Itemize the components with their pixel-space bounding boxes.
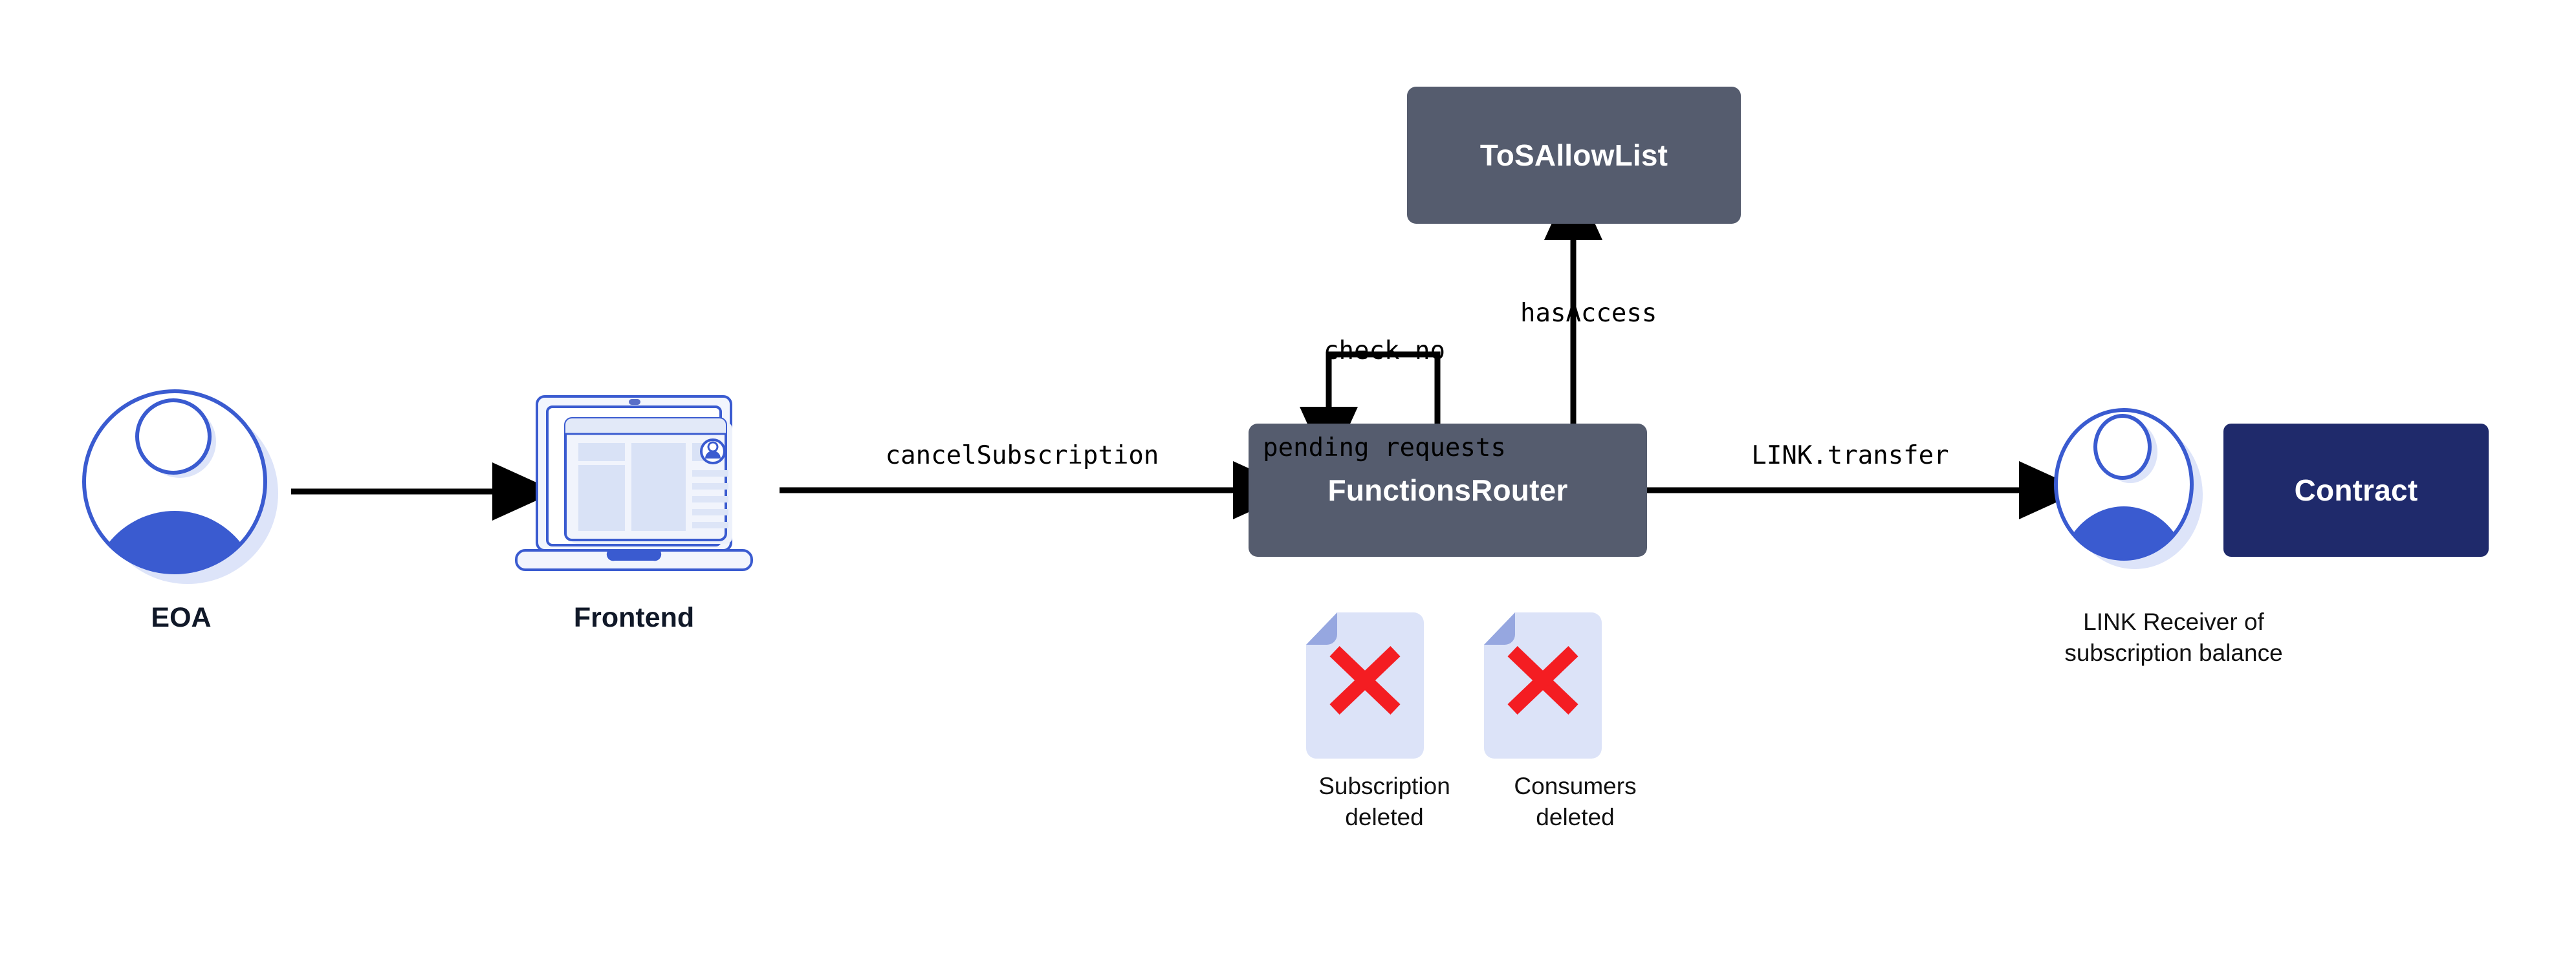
link-receiver-caption-line-1: LINK Receiver of: [2083, 609, 2264, 635]
subscription-deleted-line-2: deleted: [1345, 804, 1424, 831]
link-receiver-caption-line-2: subscription balance: [2064, 640, 2283, 667]
document-subscription-deleted-icon-wrap[interactable]: [1304, 611, 1426, 763]
red-x-icon: [1507, 646, 1578, 715]
node-functions-router[interactable]: FunctionsRouter: [1249, 424, 1647, 557]
user-avatar-icon: [82, 389, 278, 584]
node-tos-allow-list[interactable]: ToSAllowList: [1407, 87, 1741, 224]
consumers-deleted-line-2: deleted: [1536, 804, 1615, 831]
red-x-icon: [1329, 646, 1401, 715]
user-avatar-icon: [2054, 408, 2203, 569]
eoa-label: EOA: [151, 602, 212, 633]
frontend-laptop-icon-wrap[interactable]: [511, 391, 757, 585]
document-deleted-icon: [1484, 612, 1602, 759]
subscription-deleted-caption: Subscription deleted: [1271, 771, 1498, 833]
edge-label-line-1: check no: [1324, 336, 1445, 365]
edge-label-check-no-pending-requests: check no pending requests: [1216, 270, 1553, 528]
edge-label-line-2: pending requests: [1263, 433, 1506, 462]
link-receiver-avatar-icon-wrap[interactable]: [2047, 404, 2209, 572]
edge-label-has-access: hasAccess: [1520, 299, 1657, 328]
eoa-avatar-icon-wrap[interactable]: [78, 385, 285, 592]
subscription-deleted-line-1: Subscription: [1318, 773, 1450, 799]
frontend-label: Frontend: [573, 602, 695, 633]
document-consumers-deleted-icon-wrap[interactable]: [1481, 611, 1604, 763]
consumers-deleted-line-1: Consumers: [1514, 773, 1637, 799]
link-receiver-caption: LINK Receiver of subscription balance: [1960, 607, 2387, 669]
laptop-icon: [515, 395, 753, 571]
consumers-deleted-caption: Consumers deleted: [1462, 771, 1688, 833]
edge-label-link-transfer: LINK.transfer: [1751, 441, 1949, 470]
edge-label-cancel-subscription: cancelSubscription: [885, 441, 1159, 470]
browser-avatar-icon: [700, 438, 726, 464]
node-contract[interactable]: Contract: [2223, 424, 2489, 557]
arrow-router-self-loop: [1300, 351, 1441, 471]
document-deleted-icon: [1306, 612, 1424, 759]
